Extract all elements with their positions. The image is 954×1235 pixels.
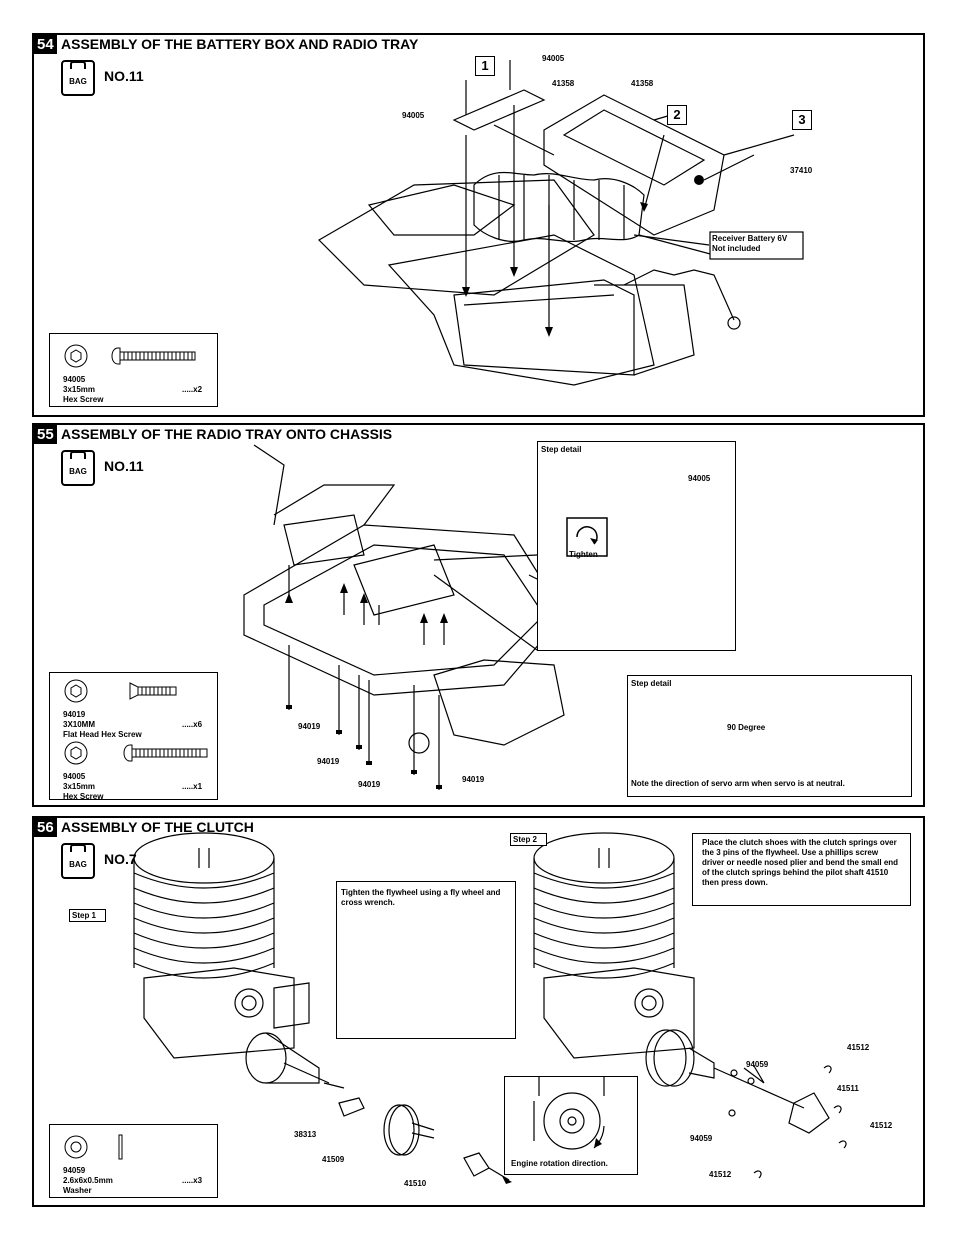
step-detail-title-1: Step detail	[541, 445, 582, 454]
receiver-battery-line2: Not included	[712, 244, 761, 253]
bag-icon-label: BAG	[69, 467, 87, 476]
part-code: 94005	[63, 375, 86, 384]
step-2-label: Step 2	[513, 835, 538, 844]
hex-screw-icon	[64, 344, 196, 368]
step-1-tag	[69, 909, 106, 922]
rotation-detail-illustration	[533, 1076, 605, 1150]
callout-3: 3	[792, 110, 812, 130]
screw-label-94019: 94019	[298, 722, 321, 731]
screw-label-94019: 94019	[317, 757, 340, 766]
receiver-battery-note: Receiver Battery 6V Not included	[712, 234, 787, 254]
part-entry-94019: 94019 3X10MM Flat Head Hex Screw	[63, 710, 142, 740]
step-56-panel: 56 ASSEMBLY OF THE CLUTCH BAG NO.7	[32, 816, 925, 1207]
step-detail-title-2: Step detail	[631, 679, 672, 688]
servo-neutral-note: Note the direction of servo arm when ser…	[631, 779, 845, 788]
parts-list-box: 94005 3x15mm Hex Screw .....x2	[49, 333, 218, 407]
callout-1: 1	[475, 56, 495, 76]
part-label-41358-cover: 41358	[631, 79, 654, 88]
clutch-illustration	[133, 832, 847, 1184]
part-qty: .....x1	[182, 782, 203, 791]
part-size: 3X10MM	[63, 720, 96, 729]
clutch-note: Place the clutch shoes with the clutch s…	[702, 838, 899, 887]
bag-number: NO.7	[104, 851, 137, 867]
bag-icon-label: BAG	[69, 860, 87, 869]
part-entry-94005: 94005 3x15mm Hex Screw	[63, 772, 103, 802]
bag-icon: BAG	[61, 60, 95, 96]
part-label-41358: 41358	[552, 79, 575, 88]
step-1-label: Step 1	[72, 911, 97, 920]
tighten-label: Tighten	[569, 550, 598, 559]
step-number: 56	[34, 818, 57, 837]
part-code: 94059	[63, 1166, 86, 1175]
part-name: Flat Head Hex Screw	[63, 730, 142, 739]
part-entry-94005: 94005 3x15mm Hex Screw	[63, 375, 103, 405]
step-55-panel: 55 ASSEMBLY OF THE RADIO TRAY ONTO CHASS…	[32, 423, 925, 807]
bag-icon: BAG	[61, 843, 95, 879]
part-code: 94019	[63, 710, 86, 719]
part-size: 3x15mm	[63, 782, 96, 791]
bag-handle	[70, 61, 86, 69]
flywheel-note: Tighten the flywheel using a fly wheel a…	[341, 888, 501, 907]
part-size: 2.6x6x0.5mm	[63, 1176, 113, 1185]
step-title: ASSEMBLY OF THE BATTERY BOX AND RADIO TR…	[61, 36, 419, 52]
part-name: Hex Screw	[63, 395, 104, 404]
flywheel-detail-box	[336, 881, 516, 1039]
clutch-note-box	[692, 833, 911, 906]
part-qty: .....x2	[182, 385, 203, 394]
callout-2: 2	[667, 105, 687, 125]
degree-label: 90 Degree	[727, 723, 766, 732]
part-label-94005-left: 94005	[402, 111, 425, 120]
part-qty: .....x6	[182, 720, 203, 729]
part-label-41512: 41512	[847, 1043, 870, 1052]
part-label-94005: 94005	[542, 54, 565, 63]
part-label-41512: 41512	[709, 1170, 732, 1179]
part-label-38313: 38313	[294, 1130, 317, 1139]
step-number: 55	[34, 425, 57, 444]
part-label-94059: 94059	[690, 1134, 713, 1143]
parts-list-box: 94059 2.6x6x0.5mm Washer .....x3	[49, 1124, 218, 1198]
part-label-94059: 94059	[746, 1060, 769, 1069]
bag-icon-label: BAG	[69, 77, 87, 86]
parts-list-box: 94019 3X10MM Flat Head Hex Screw .....x6…	[49, 672, 218, 802]
bag-number: NO.11	[104, 458, 144, 474]
battery-box-illustration	[318, 60, 804, 386]
part-label-94005: 94005	[688, 474, 711, 483]
step-title: ASSEMBLY OF THE RADIO TRAY ONTO CHASSIS	[61, 426, 393, 442]
part-name: Hex Screw	[63, 792, 104, 801]
screw-icons	[64, 679, 208, 765]
part-label-41510: 41510	[404, 1179, 427, 1188]
part-code: 94005	[63, 772, 86, 781]
part-qty: .....x3	[182, 1176, 203, 1185]
rotation-note: Engine rotation direction.	[511, 1159, 608, 1168]
step-2-tag	[510, 833, 547, 846]
screw-label-94019: 94019	[358, 780, 381, 789]
washer-icon	[64, 1134, 123, 1160]
step-54-panel: 54 ASSEMBLY OF THE BATTERY BOX AND RADIO…	[32, 33, 925, 417]
part-size: 3x15mm	[63, 385, 96, 394]
step-detail-box-2	[627, 675, 912, 797]
part-label-37410: 37410	[790, 166, 813, 175]
screw-label-94019: 94019	[462, 775, 485, 784]
step-number: 54	[34, 35, 57, 54]
step-title: ASSEMBLY OF THE CLUTCH	[61, 819, 254, 835]
bag-number: NO.11	[104, 68, 144, 84]
part-label-41509: 41509	[322, 1155, 345, 1164]
part-label-41512: 41512	[870, 1121, 893, 1130]
bag-icon: BAG	[61, 450, 95, 486]
step-detail-box-1	[537, 441, 736, 651]
part-label-41511: 41511	[837, 1084, 859, 1093]
receiver-battery-line1: Receiver Battery 6V	[712, 234, 788, 243]
bag-handle	[70, 844, 86, 852]
part-name: Washer	[63, 1186, 92, 1195]
tighten-rotation-icon	[566, 517, 608, 557]
bag-handle	[70, 451, 86, 459]
part-entry-94059: 94059 2.6x6x0.5mm Washer	[63, 1166, 113, 1196]
